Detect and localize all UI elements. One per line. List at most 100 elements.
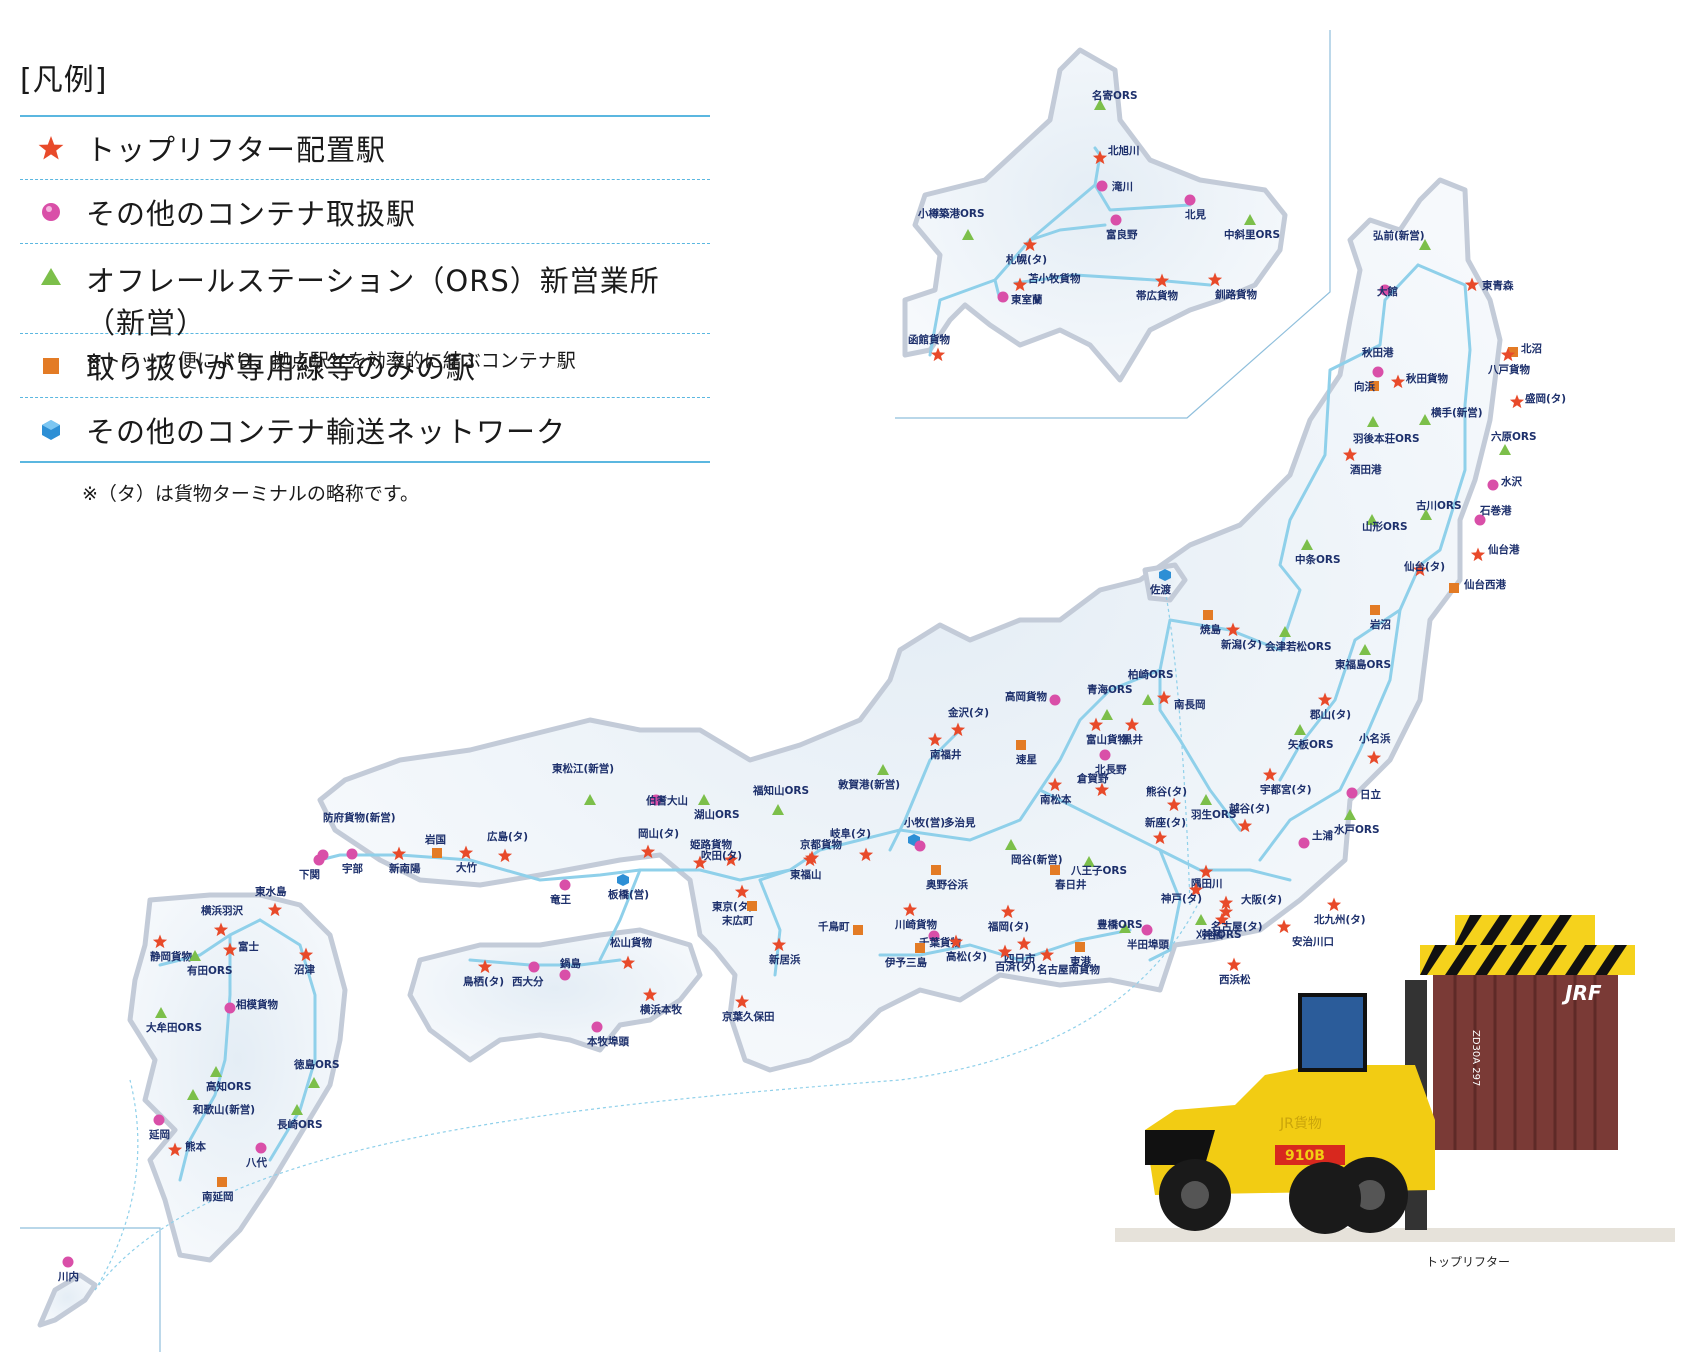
station-marker[interactable]: 東室蘭 [997,291,1043,307]
station-marker[interactable]: 釧路貨物 [1207,272,1258,302]
station-marker[interactable]: 仙台(タ) [1404,560,1445,577]
station-marker[interactable]: 青海ORS [1087,683,1133,720]
station-marker[interactable]: 越谷(タ) [1228,802,1270,833]
station-marker[interactable]: 八王子ORS [1070,856,1127,877]
station-marker[interactable]: 新座(タ) [1145,816,1186,845]
station-marker[interactable]: 羽後本荘ORS [1353,416,1420,445]
station-marker[interactable]: 岡山(タ) [638,827,679,859]
station-marker[interactable]: 北旭川 [1092,144,1140,165]
station-marker[interactable]: 百済(タ) [995,944,1036,974]
station-marker[interactable]: 富良野 [1106,214,1138,242]
station-marker[interactable]: 黒井 [1122,717,1144,747]
station-marker[interactable]: 山形ORS [1362,514,1408,533]
station-marker[interactable]: 弘前(新営) [1373,229,1431,250]
station-marker[interactable]: 下関 [299,854,325,882]
station-marker[interactable]: 中条ORS [1295,539,1341,566]
station-marker[interactable]: 向浜 [1354,380,1379,393]
station-marker[interactable]: 横浜羽沢 [201,904,243,937]
station-marker[interactable]: 郡山(タ) [1309,692,1351,722]
station-marker[interactable]: 南長岡 [1156,690,1206,712]
station-marker[interactable]: 宇部 [342,848,363,876]
station-marker[interactable]: 西浜松 [1219,957,1251,987]
station-marker[interactable]: 福知山ORS [752,784,809,815]
station-marker[interactable]: 竜王 [550,879,571,907]
station-marker[interactable]: 刈谷ORS [1195,914,1242,941]
station-marker[interactable]: 小名浜 [1358,732,1391,765]
station-marker[interactable]: 会津若松ORS [1265,626,1332,653]
station-marker[interactable]: 半田埠頭 [1127,924,1169,952]
station-marker[interactable]: 京葉久保田 [722,994,775,1024]
station-marker[interactable]: 宇都宮(タ) [1260,767,1312,797]
station-marker[interactable]: 春日井 [1050,865,1087,891]
station-marker[interactable]: 北見 [1184,194,1207,222]
station-marker[interactable]: 南福井 [927,732,962,762]
station-marker[interactable]: 鳥栖(タ) [463,959,504,989]
station-marker[interactable]: 苫小牧貨物 [1012,272,1081,292]
station-marker[interactable]: 水戸ORS [1333,809,1380,836]
station-marker[interactable]: 伊予三島 [884,943,927,969]
station-marker[interactable]: 広島(タ) [487,830,528,863]
station-marker[interactable]: 四日市 [1004,936,1036,966]
station-marker[interactable]: 富士 [222,940,260,957]
station-marker[interactable]: 八代 [245,1142,267,1170]
station-marker[interactable]: 末広町 [722,901,757,927]
station-marker[interactable]: 秋田貨物 [1390,372,1449,389]
station-marker[interactable]: 水沢 [1487,475,1523,491]
station-marker[interactable]: 横浜本牧 [640,987,682,1017]
station-marker[interactable]: 大牟田ORS [146,1007,202,1034]
station-marker[interactable]: 多治見 [914,816,976,852]
station-marker[interactable]: 松山貨物 [610,936,652,970]
station-marker[interactable]: 石巻港 [1474,504,1512,526]
station-marker[interactable]: 奥野谷浜 [926,865,968,891]
station-marker[interactable]: 岩沼 [1369,605,1391,631]
station-marker[interactable]: 仙台港 [1470,543,1520,562]
station-marker[interactable]: 有田ORS [187,950,233,977]
station-marker[interactable]: 本牧埠頭 [587,1021,629,1049]
station-marker[interactable]: 西大分 [512,961,544,989]
station-marker[interactable]: 土浦 [1298,829,1334,849]
station-marker[interactable]: 熊本 [167,1140,207,1157]
station-marker[interactable]: 富山貨物 [1086,717,1128,747]
station-marker[interactable]: 新居浜 [769,937,801,967]
station-marker[interactable]: 隅田川 [1191,864,1223,891]
station-marker[interactable]: 東港 [1070,942,1092,968]
station-marker[interactable]: 佐渡 [1149,569,1172,596]
station-marker[interactable]: 千鳥町 [818,920,863,935]
station-marker[interactable]: 静岡貨物 [150,934,192,964]
station-marker[interactable]: 南松本 [1040,777,1072,807]
station-marker[interactable]: 焼島 [1200,610,1222,636]
station-marker[interactable]: 名寄ORS [1092,89,1138,110]
station-marker[interactable]: 長崎ORS [277,1104,323,1131]
station-marker[interactable]: 秋田港 [1362,346,1394,378]
station-marker[interactable]: 北沼 [1508,342,1542,357]
station-marker[interactable]: 川内 [57,1256,79,1284]
station-marker[interactable]: 東福山 [790,852,822,882]
station-marker[interactable]: 東京(タ) [712,884,753,914]
station-marker[interactable]: 札幌(タ) [1005,237,1047,267]
station-marker[interactable]: 福岡(タ) [987,904,1029,934]
station-marker[interactable]: 新南陽 [389,846,421,876]
station-marker[interactable]: 高岡貨物 [1005,690,1061,706]
station-marker[interactable]: 金沢(タ) [947,706,989,737]
station-marker[interactable]: 六原ORS [1491,430,1537,455]
station-marker[interactable]: 姫路貨物 [690,838,732,870]
station-marker[interactable]: 神戸(タ) [1161,882,1204,906]
station-marker[interactable]: 新潟(タ) [1221,622,1262,652]
station-marker[interactable]: 日立 [1346,787,1382,802]
station-marker[interactable]: 徳島ORS [293,1058,340,1088]
station-marker[interactable]: 沼津 [294,947,315,977]
station-marker[interactable]: 伯耆大山 [646,794,688,807]
station-marker[interactable]: 岡谷(新営) [1005,839,1063,866]
station-marker[interactable]: 古川ORS [1416,499,1462,520]
station-marker[interactable]: 帯広貨物 [1136,273,1178,303]
station-marker[interactable]: 北長野 [1095,749,1127,777]
station-marker[interactable]: 仙台西港 [1449,578,1506,593]
station-marker[interactable]: 八戸貨物 [1487,347,1530,377]
station-marker[interactable]: 中斜里ORS [1224,214,1280,241]
station-marker[interactable]: 千葉貨物 [919,930,961,950]
station-marker[interactable]: 豊橋ORS [1097,918,1143,933]
station-marker[interactable]: 矢板ORS [1288,724,1334,751]
station-marker[interactable]: 函館貨物 [908,333,950,362]
station-marker[interactable]: 鍋島 [559,957,582,981]
station-marker[interactable]: 酒田港 [1342,447,1382,477]
